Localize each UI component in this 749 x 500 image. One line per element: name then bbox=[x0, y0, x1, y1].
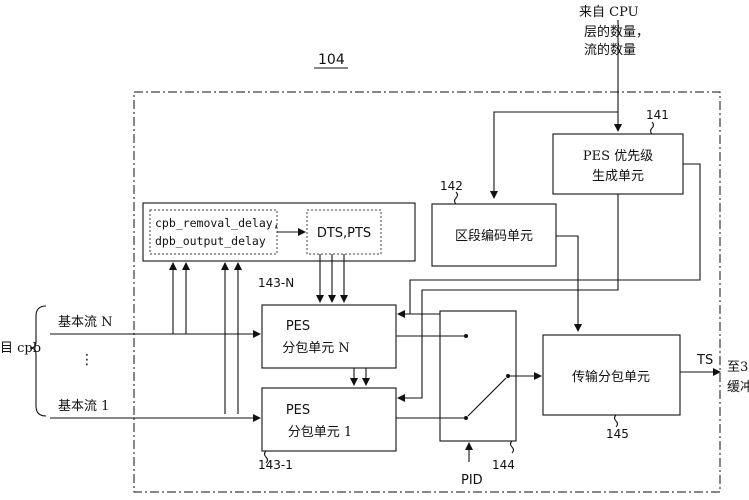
pes-packetizer-1 bbox=[261, 387, 397, 452]
cpu-label-line3: 流的数量 bbox=[584, 42, 636, 58]
stream-1-label: 基本流 1 bbox=[58, 399, 109, 414]
cpb-delay-line2: dpb_output_delay bbox=[155, 234, 266, 248]
switch-contact-1 bbox=[464, 416, 468, 420]
stream-n-label: 基本流 N bbox=[58, 315, 113, 330]
pes-1-line2: 分包单元 1 bbox=[288, 425, 352, 440]
transport-ref: 145 bbox=[606, 427, 629, 441]
switch-ref: 144 bbox=[492, 458, 515, 472]
pes-n-line1: PES bbox=[286, 319, 310, 334]
transport-packetizer bbox=[542, 334, 681, 416]
transport-label: 传输分包单元 bbox=[572, 369, 650, 385]
switch-blade bbox=[467, 377, 507, 417]
cpu-to-segment-encoder-arrow bbox=[490, 111, 618, 199]
pes-n-ref: 143-N bbox=[258, 276, 294, 290]
cpu-label-line1: 来自 CPU bbox=[579, 5, 639, 20]
segment-encoder-ref: 142 bbox=[440, 179, 463, 193]
cpb-delay-line1: cpb_removal_delay, bbox=[155, 216, 280, 230]
pes-1-line1: PES bbox=[286, 403, 310, 418]
pes-1-ref: 143-1 bbox=[258, 458, 293, 472]
pes-priority-line1: PES 优先级 bbox=[583, 149, 653, 164]
pes-priority-ref: 141 bbox=[646, 108, 669, 122]
dts-pts-label: DTS,PTS bbox=[317, 226, 371, 241]
priority-to-pes-path bbox=[409, 163, 701, 314]
segment-encoder-unit bbox=[431, 203, 557, 267]
pes-priority-ref-leader bbox=[649, 121, 655, 135]
pes-priority-line2: 生成单元 bbox=[592, 169, 644, 184]
unit-104-ref: 104 bbox=[318, 52, 345, 68]
segment-to-pes-1-arrow bbox=[397, 235, 579, 402]
dts-pts-box bbox=[306, 209, 382, 255]
pes-packetizer-n bbox=[261, 304, 397, 369]
ts-label: TS bbox=[696, 353, 713, 368]
segment-encoder-ref-leader bbox=[453, 191, 459, 205]
switch-ref-leader bbox=[509, 440, 515, 454]
pes-1-ref-leader bbox=[263, 450, 269, 464]
priority-down-line bbox=[578, 194, 619, 291]
unit-104-boundary bbox=[133, 91, 721, 493]
pid-label: PID bbox=[461, 473, 483, 488]
segment-encoder-label: 区段编码单元 bbox=[455, 229, 533, 244]
transport-ref-leader bbox=[613, 414, 619, 428]
input-brace bbox=[29, 305, 47, 417]
switch-unit bbox=[439, 310, 517, 442]
output-partial-line1: 至3 bbox=[727, 360, 748, 375]
output-partial-line2: 缓冲 bbox=[727, 380, 749, 395]
pes-priority-unit bbox=[552, 133, 684, 195]
stream-ellipsis: ⋮ bbox=[80, 352, 94, 368]
pes-n-line2: 分包单元 N bbox=[282, 341, 350, 356]
cpu-label-line2: 层的数量， bbox=[584, 24, 649, 40]
switch-contact-n bbox=[464, 334, 468, 338]
input-cpb-partial: 目 cpb bbox=[0, 341, 41, 356]
